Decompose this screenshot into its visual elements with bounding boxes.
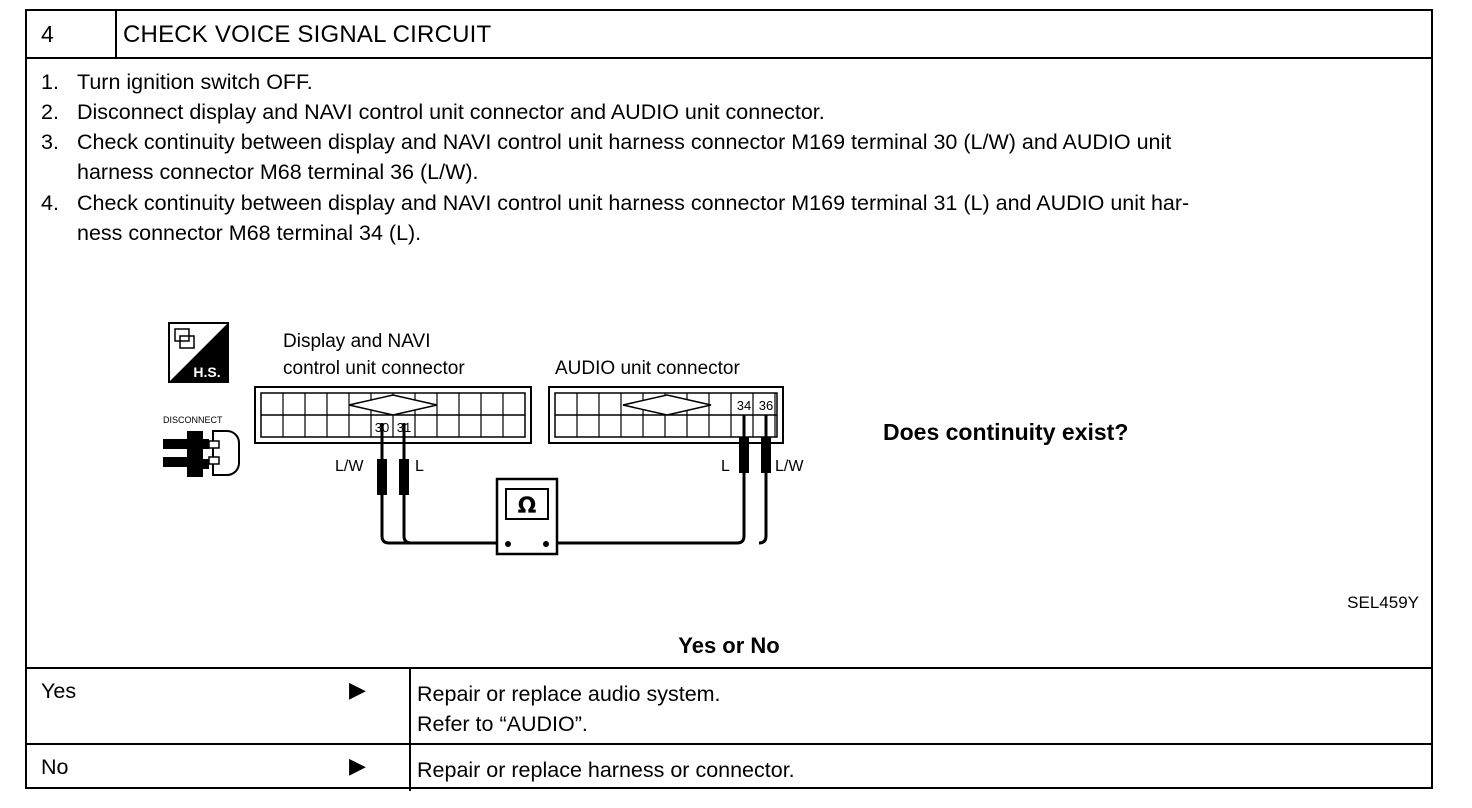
probe-lw-right: [761, 437, 771, 473]
terminal-36-label: 36: [759, 398, 773, 413]
arrow-right-icon: ▶: [349, 677, 366, 702]
display-navi-connector: 30 31: [254, 386, 532, 444]
result-divider: [409, 669, 411, 743]
step-number: 4: [41, 21, 54, 47]
probe-l-left: [399, 459, 409, 495]
disconnect-icon: DISCONNECT: [163, 415, 240, 477]
instruction-text: Disconnect display and NAVI control unit…: [77, 100, 825, 124]
instruction-number: 2.: [41, 100, 59, 124]
step-header: 4 CHECK VOICE SIGNAL CIRCUIT: [27, 11, 1431, 59]
result-row-no: No ▶ Repair or replace harness or connec…: [27, 745, 1431, 791]
hs-label: H.S.: [193, 364, 220, 380]
figure-id: SEL459Y: [1347, 593, 1419, 612]
result-row-yes: Yes ▶ Repair or replace audio system. Re…: [27, 669, 1431, 745]
wire-lw-left-label: L/W: [335, 458, 364, 475]
header-divider: [115, 11, 117, 57]
ohm-symbol: Ω: [518, 494, 537, 519]
result-action-line: Repair or replace harness or connector.: [417, 758, 795, 782]
continuity-question: Does continuity exist?: [883, 419, 1129, 445]
wire-lw-right-label: L/W: [775, 458, 804, 475]
result-condition: No: [41, 755, 69, 779]
instruction-text: ness connector M68 terminal 34 (L).: [77, 221, 422, 245]
result-table: Yes ▶ Repair or replace audio system. Re…: [27, 667, 1431, 791]
result-heading: Yes or No: [678, 633, 780, 658]
terminal-34-label: 34: [737, 398, 751, 413]
ohmmeter-icon: Ω: [495, 477, 559, 556]
procedure-card: 4 CHECK VOICE SIGNAL CIRCUIT 1. Turn ign…: [25, 9, 1433, 791]
left-connector-label-line2: control unit connector: [283, 358, 465, 379]
probe-wires: [380, 415, 768, 545]
audio-unit-connector: 34 36: [548, 386, 784, 444]
result-action-line: Refer to “AUDIO”.: [417, 712, 588, 736]
instruction-number: 4.: [41, 191, 59, 215]
right-connector-label: AUDIO unit connector: [555, 358, 740, 379]
harness-side-icon: H.S.: [168, 322, 229, 383]
result-divider: [409, 745, 411, 791]
arrow-right-icon: ▶: [349, 753, 366, 778]
left-connector-label-line1: Display and NAVI: [283, 331, 431, 352]
instruction-number: 1.: [41, 70, 59, 94]
instruction-text: harness connector M68 terminal 36 (L/W).: [77, 160, 479, 184]
probe-lw-left: [377, 459, 387, 495]
instruction-text: Check continuity between display and NAV…: [77, 130, 1172, 154]
instruction-text: Turn ignition switch OFF.: [77, 70, 313, 94]
instruction-text: Check continuity between display and NAV…: [77, 191, 1190, 215]
result-action: Repair or replace audio system. Refer to…: [417, 679, 721, 739]
continuity-check-diagram: H.S. DISCONNECT Display and NAVI control…: [163, 322, 804, 556]
result-condition: Yes: [41, 679, 77, 703]
instruction-number: 3.: [41, 130, 59, 154]
disconnect-label: DISCONNECT: [163, 415, 223, 425]
step-title: CHECK VOICE SIGNAL CIRCUIT: [123, 21, 492, 48]
wire-l-left-label: L: [415, 458, 424, 475]
wire-l-right-label: L: [721, 458, 730, 475]
probe-l-right: [739, 437, 749, 473]
result-action-line: Repair or replace audio system.: [417, 682, 721, 706]
result-action: Repair or replace harness or connector.: [417, 755, 795, 785]
